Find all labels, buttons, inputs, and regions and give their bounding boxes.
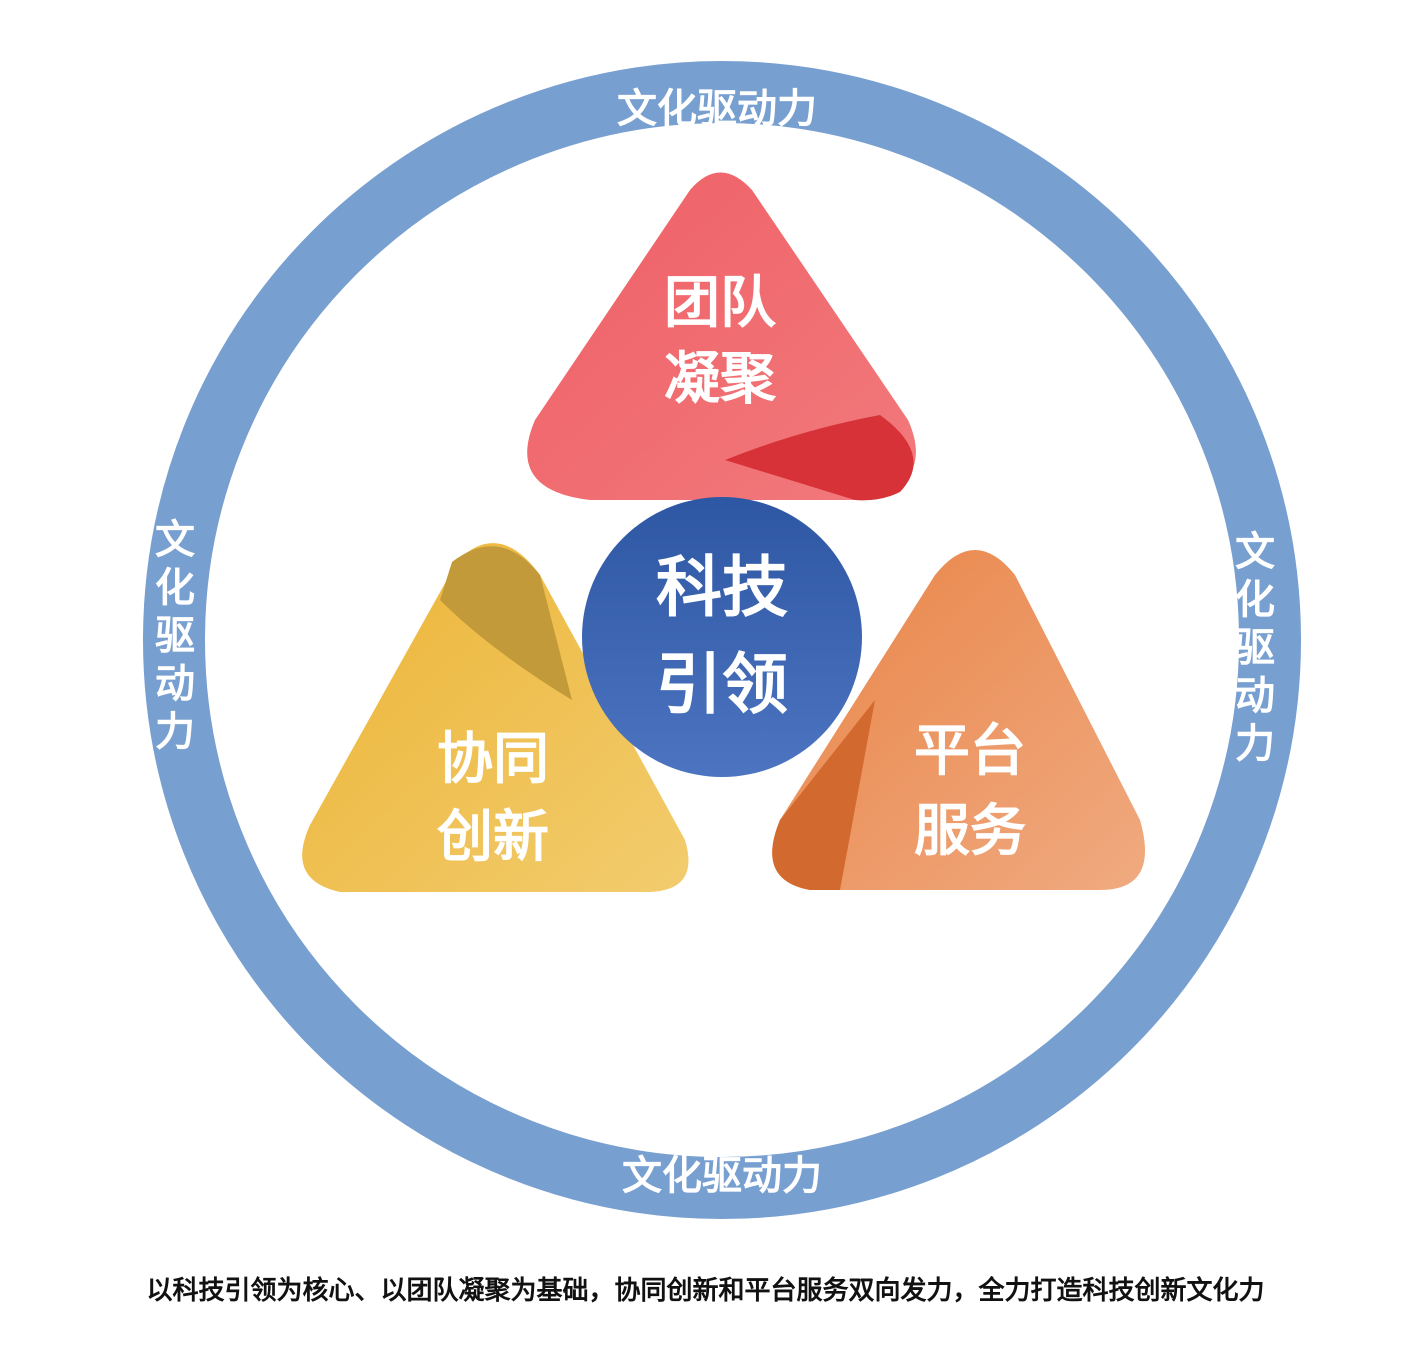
ring-label-bottom: 文化驱动力 <box>622 1153 822 1199</box>
petal-platform-fold <box>772 700 875 890</box>
petal-platform-line1: 平台 <box>914 719 1026 784</box>
petal-collab: 协同 创新 <box>302 543 689 892</box>
center-line2: 引领 <box>656 646 788 723</box>
petal-team-shape <box>527 172 916 500</box>
ring-label-right: 文化驱动力 <box>1235 529 1281 767</box>
petal-platform-line2: 服务 <box>914 799 1026 864</box>
petal-team: 团队 凝聚 <box>527 172 916 501</box>
ring-label-left: 文化驱动力 <box>155 517 201 755</box>
center-line1: 科技 <box>656 549 788 626</box>
caption: 以科技引领为核心、以团队凝聚为基础，协同创新和平台服务双向发力，全力打造科技创新… <box>146 1276 1265 1306</box>
petal-team-fold <box>725 415 914 501</box>
petal-team-line1: 团队 <box>664 271 777 336</box>
petal-collab-line1: 协同 <box>437 727 549 792</box>
ring-label-top: 文化驱动力 <box>617 86 817 132</box>
center-circle <box>582 497 862 777</box>
outer-ring <box>143 61 1301 1219</box>
culture-diagram: 文化驱动力 文化驱动力 文化驱动力 文化驱动力 团队 凝聚 协同 创新 平台 服… <box>143 61 1301 1219</box>
petal-collab-fold <box>440 546 572 700</box>
petal-team-line2: 凝聚 <box>664 347 777 412</box>
petal-platform: 平台 服务 <box>772 550 1145 890</box>
petal-collab-line2: 创新 <box>437 805 549 870</box>
petal-platform-shape <box>772 550 1145 890</box>
petal-collab-shape <box>302 543 689 892</box>
